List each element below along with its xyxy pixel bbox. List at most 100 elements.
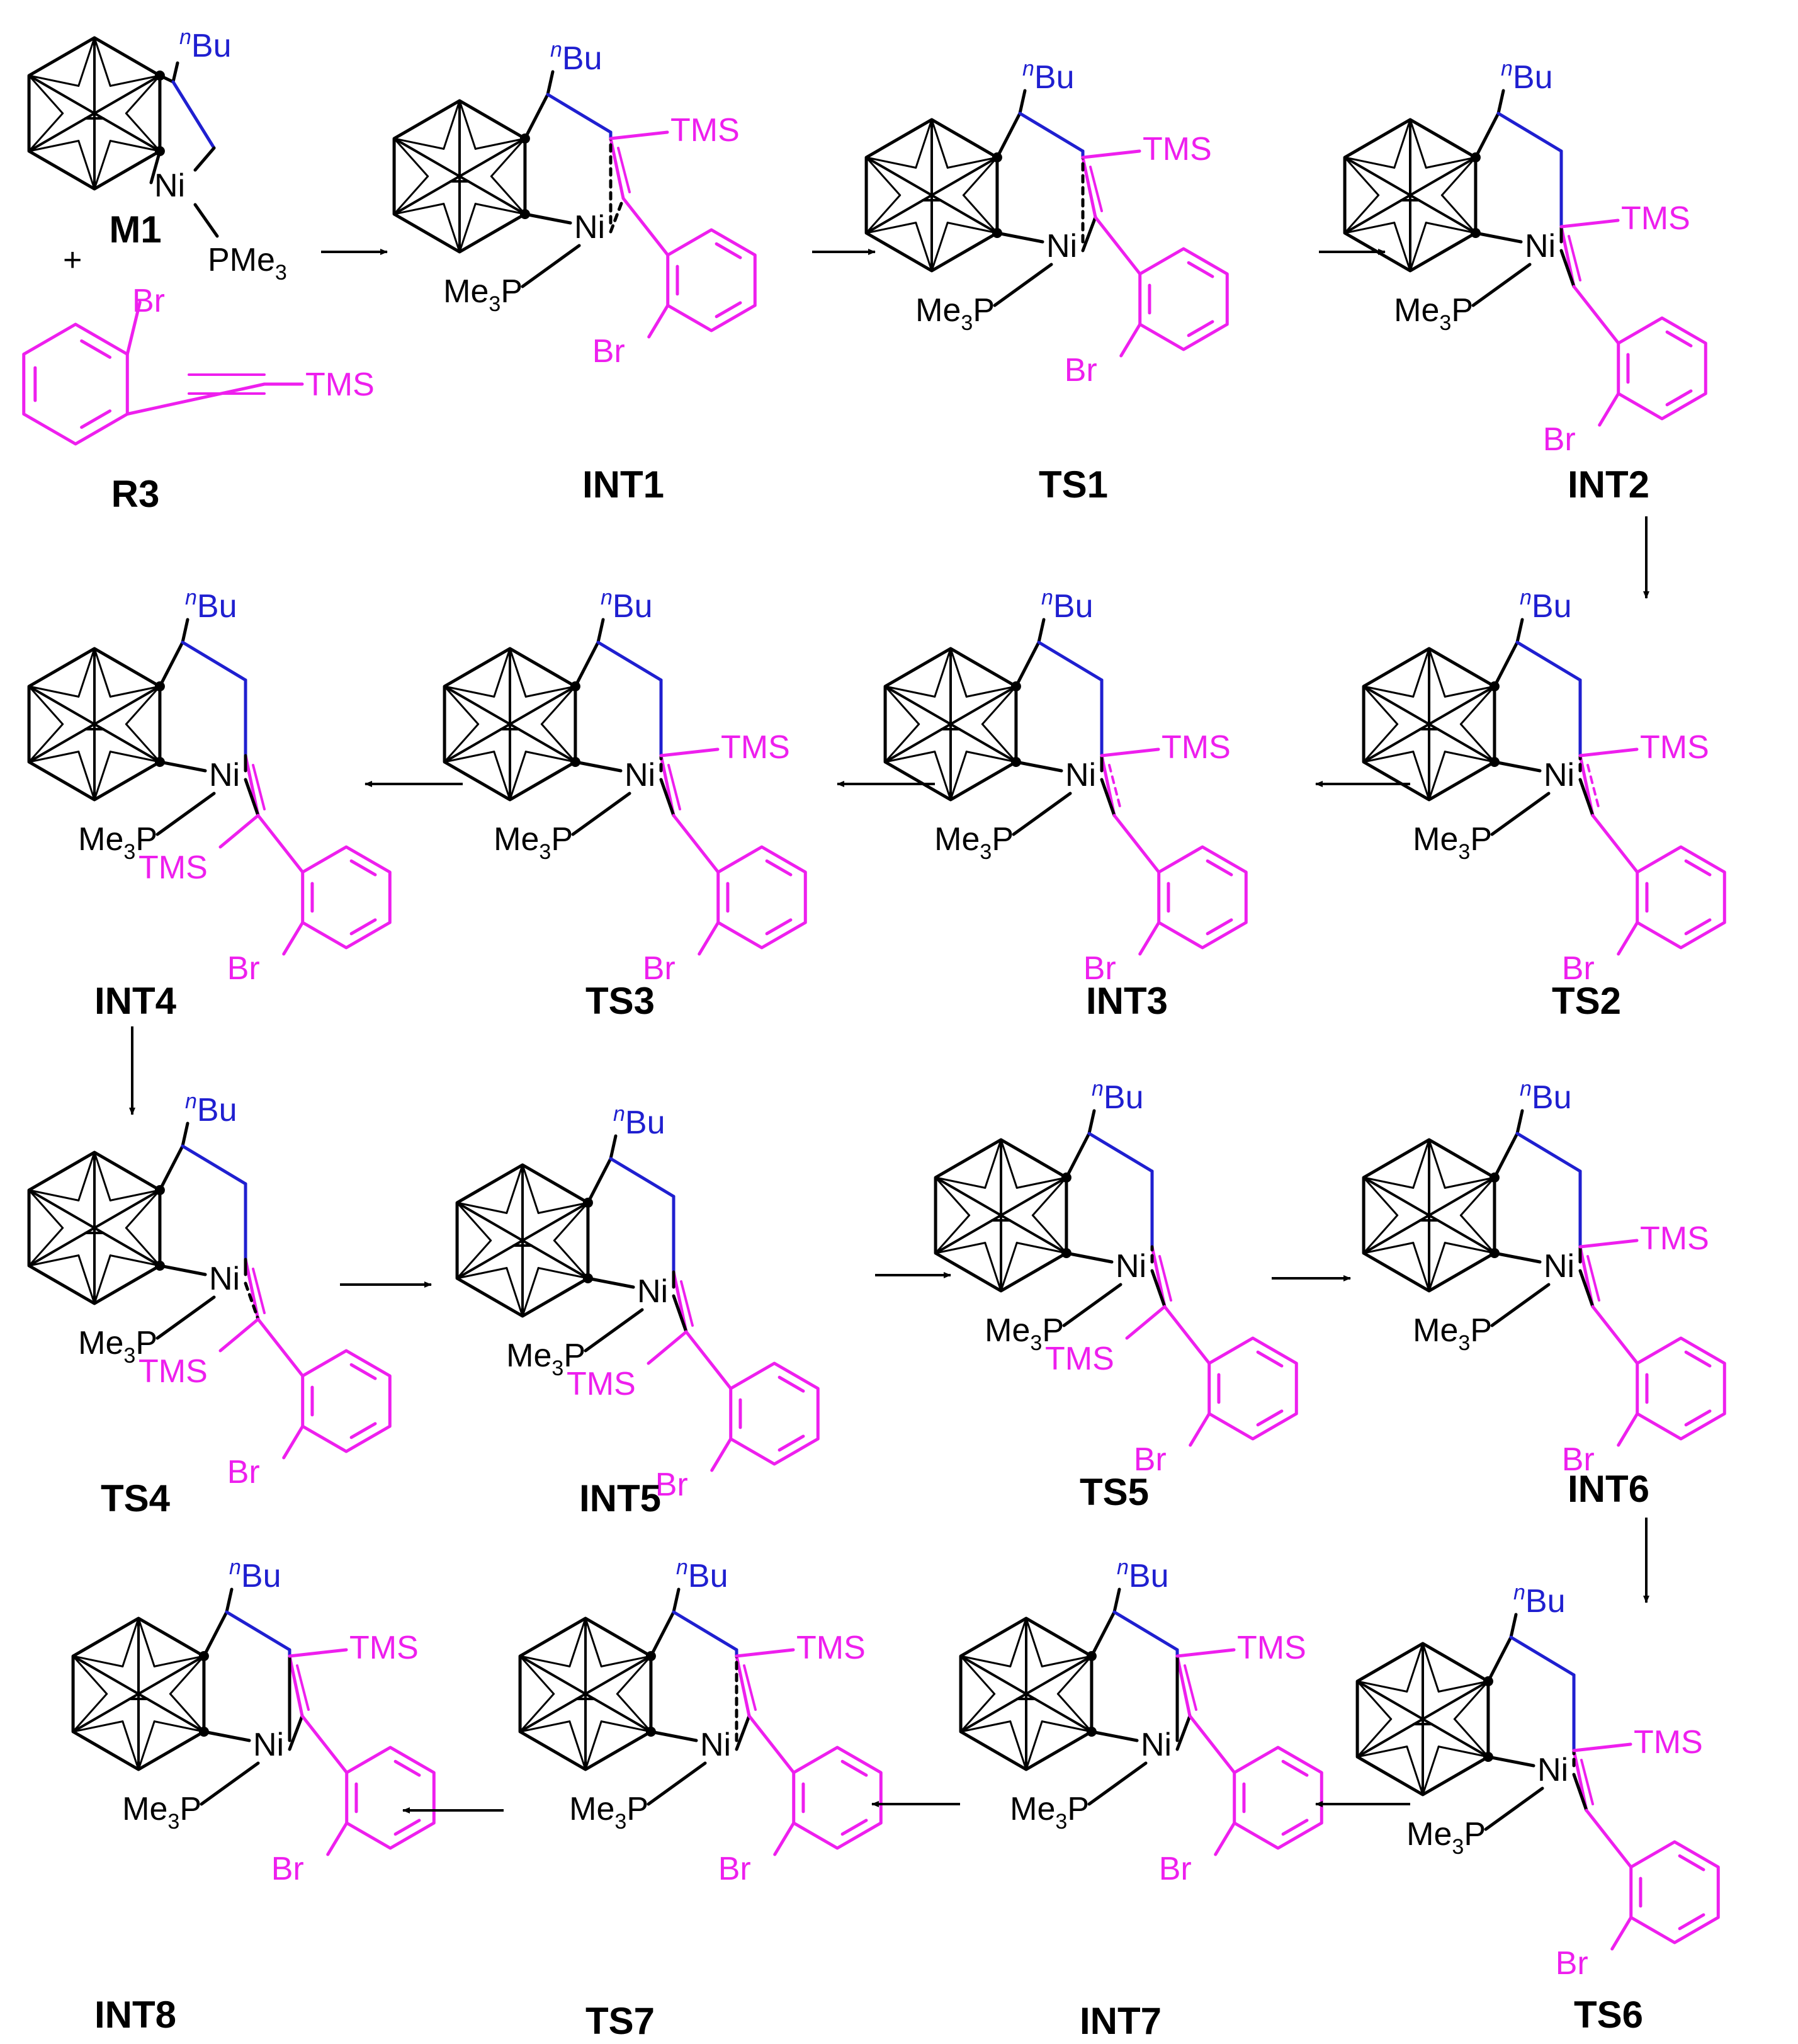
- svg-text:Br: Br: [1065, 352, 1097, 389]
- svg-text:TMS: TMS: [139, 1353, 208, 1390]
- svg-text:Ni: Ni: [574, 209, 605, 246]
- svg-text:TMS: TMS: [1045, 1341, 1114, 1377]
- svg-text:Br: Br: [1543, 421, 1576, 458]
- label-int5: INT5: [579, 1477, 661, 1519]
- svg-text:Br: Br: [592, 333, 625, 370]
- svg-text:Ni: Ni: [1141, 1727, 1172, 1763]
- svg-text:nBu: nBu: [1520, 586, 1572, 625]
- svg-text:Br: Br: [271, 1851, 304, 1887]
- label-int4: INT4: [94, 980, 177, 1022]
- label-int3: INT3: [1086, 980, 1168, 1022]
- svg-text:Ni: Ni: [209, 1261, 240, 1297]
- svg-text:Br: Br: [655, 1467, 688, 1503]
- svg-text:nBu: nBu: [601, 586, 653, 625]
- svg-text:Ni: Ni: [154, 167, 185, 204]
- svg-text:Br: Br: [227, 950, 260, 987]
- svg-text:Me3P: Me3P: [494, 821, 573, 864]
- svg-text:Ni: Ni: [1537, 1752, 1568, 1788]
- svg-text:nBu: nBu: [1041, 586, 1094, 625]
- svg-text:Br: Br: [1556, 1945, 1588, 1982]
- label-int6: INT6: [1568, 1468, 1649, 1510]
- svg-text:Ni: Ni: [209, 757, 240, 793]
- svg-text:nBu: nBu: [229, 1555, 281, 1594]
- label-ts3: TS3: [585, 980, 655, 1022]
- svg-text:Br: Br: [643, 950, 676, 987]
- svg-text:TMS: TMS: [1640, 1220, 1709, 1257]
- label-ts7: TS7: [585, 2000, 655, 2042]
- svg-text:Ni: Ni: [625, 757, 655, 793]
- label-ts1: TS1: [1039, 463, 1108, 506]
- label-int1: INT1: [582, 463, 664, 506]
- svg-text:TMS: TMS: [1640, 729, 1709, 766]
- svg-text:Me3P: Me3P: [122, 1791, 201, 1834]
- svg-text:nBu: nBu: [1520, 1077, 1572, 1116]
- label-ts4: TS4: [101, 1477, 171, 1519]
- label-int2: INT2: [1568, 463, 1649, 506]
- svg-text:nBu: nBu: [613, 1102, 665, 1141]
- svg-text:Ni: Ni: [1116, 1248, 1146, 1285]
- svg-text:TMS: TMS: [670, 112, 740, 149]
- svg-text:Ni: Ni: [253, 1727, 284, 1763]
- label-int7: INT7: [1080, 2000, 1162, 2042]
- svg-text:nBu: nBu: [185, 1089, 237, 1128]
- svg-text:TMS: TMS: [1162, 729, 1231, 766]
- svg-text:TMS: TMS: [1143, 131, 1212, 167]
- svg-text:Br: Br: [132, 283, 165, 319]
- svg-text:TMS: TMS: [139, 849, 208, 886]
- svg-text:Me3P: Me3P: [1010, 1791, 1089, 1834]
- svg-text:TMS: TMS: [1634, 1724, 1703, 1761]
- svg-text:+: +: [63, 242, 82, 278]
- svg-text:Br: Br: [1134, 1441, 1167, 1478]
- svg-text:TMS: TMS: [349, 1630, 419, 1666]
- svg-text:TMS: TMS: [1621, 200, 1690, 237]
- svg-text:TMS: TMS: [1237, 1630, 1306, 1666]
- svg-text:nBu: nBu: [1022, 57, 1075, 96]
- svg-text:Ni: Ni: [1065, 757, 1096, 793]
- label-ts6: TS6: [1574, 1994, 1643, 2036]
- svg-text:Me3P: Me3P: [78, 1325, 157, 1368]
- svg-text:PMe3: PMe3: [208, 242, 287, 285]
- svg-text:Me3P: Me3P: [78, 821, 157, 864]
- svg-text:Ni: Ni: [1525, 228, 1556, 264]
- svg-text:Me3P: Me3P: [985, 1312, 1064, 1355]
- label-ts5: TS5: [1080, 1471, 1149, 1513]
- svg-text:TMS: TMS: [567, 1366, 636, 1402]
- svg-text:Br: Br: [1159, 1851, 1192, 1887]
- label-r3: R3: [111, 473, 160, 515]
- svg-text:TMS: TMS: [796, 1630, 866, 1666]
- svg-text:Me3P: Me3P: [915, 292, 995, 335]
- svg-text:Me3P: Me3P: [934, 821, 1014, 864]
- svg-text:nBu: nBu: [1501, 57, 1553, 96]
- svg-text:Me3P: Me3P: [1394, 292, 1473, 335]
- svg-text:Br: Br: [227, 1454, 260, 1490]
- svg-text:nBu: nBu: [1117, 1555, 1169, 1594]
- label-ts2: TS2: [1552, 980, 1621, 1022]
- svg-text:Me3P: Me3P: [443, 273, 523, 316]
- svg-text:Ni: Ni: [1046, 228, 1077, 264]
- svg-text:Me3P: Me3P: [1406, 1816, 1486, 1859]
- svg-text:Me3P: Me3P: [569, 1791, 648, 1834]
- svg-text:nBu: nBu: [1513, 1581, 1566, 1620]
- label-m1: M1: [109, 208, 161, 251]
- svg-text:TMS: TMS: [721, 729, 790, 766]
- svg-text:Me3P: Me3P: [1413, 1312, 1492, 1355]
- svg-text:Br: Br: [1562, 1441, 1595, 1478]
- svg-text:Ni: Ni: [637, 1273, 668, 1310]
